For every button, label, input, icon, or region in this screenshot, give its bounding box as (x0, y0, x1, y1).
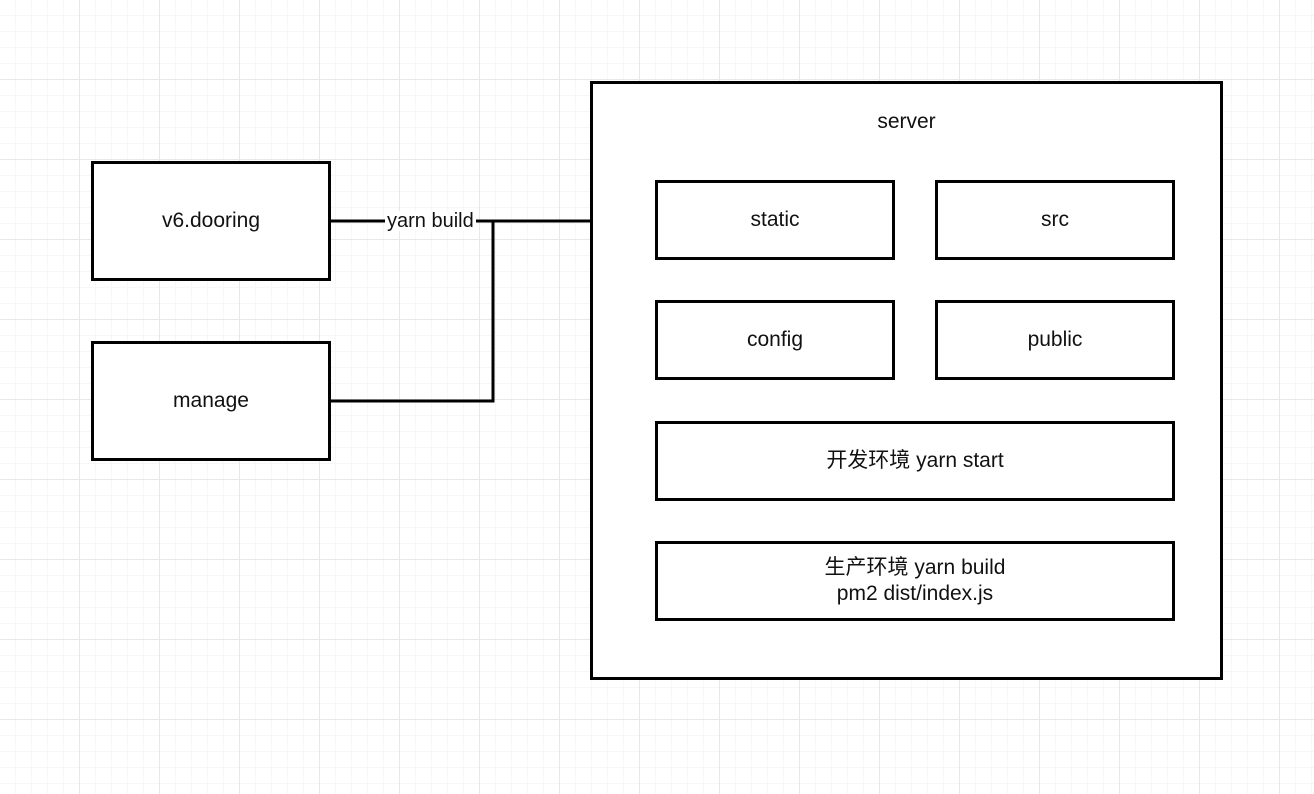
node-manage-label: manage (173, 388, 249, 412)
node-public[interactable]: public (935, 300, 1175, 380)
node-config-label: config (746, 327, 804, 351)
node-dev-env-label: 开发环境 yarn start (826, 448, 1004, 472)
node-manage[interactable]: manage (91, 341, 331, 461)
edge-manage-to-build-line (331, 221, 495, 403)
node-dev-env[interactable]: 开发环境 yarn start (655, 421, 1175, 501)
node-server-title: server (877, 110, 936, 133)
node-v6-dooring-label: v6.dooring (161, 208, 261, 232)
edge-label-yarn-build-text: yarn build (387, 210, 474, 232)
node-static-label: static (750, 207, 800, 231)
node-src[interactable]: src (935, 180, 1175, 260)
edge-label-yarn-build: yarn build (385, 211, 476, 231)
node-v6-dooring[interactable]: v6.dooring (91, 161, 331, 281)
node-static[interactable]: static (655, 180, 895, 260)
node-src-label: src (1041, 207, 1069, 231)
node-public-label: public (1027, 327, 1083, 351)
node-prod-env-label: 生产环境 yarn build pm2 dist/index.js (824, 555, 1006, 605)
node-prod-env[interactable]: 生产环境 yarn build pm2 dist/index.js (655, 541, 1175, 621)
node-config[interactable]: config (655, 300, 895, 380)
